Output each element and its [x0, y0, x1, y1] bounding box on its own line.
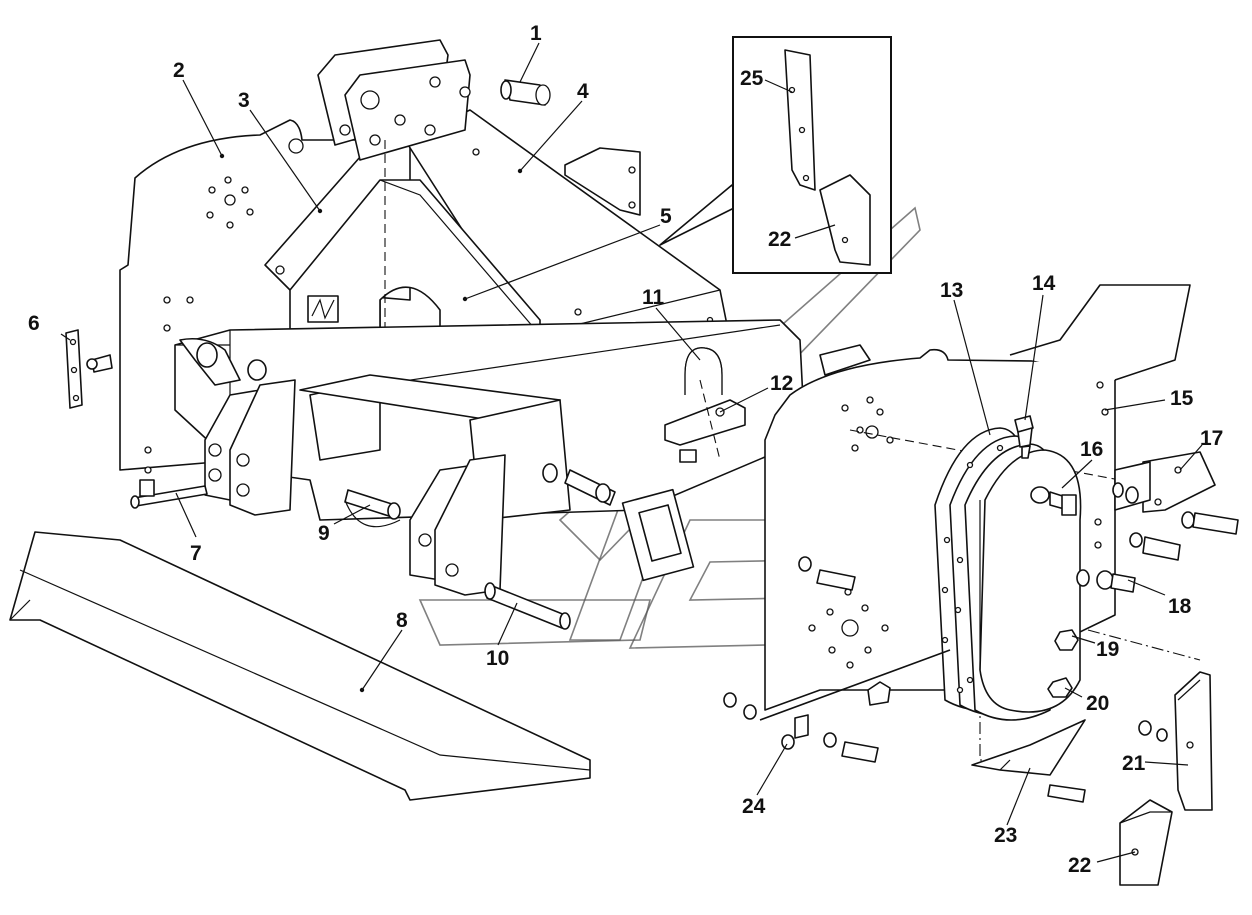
callout-24: 24 [742, 795, 766, 818]
callout-18: 18 [1168, 595, 1192, 618]
deflector-plate [971, 719, 1086, 776]
callout-17: 17 [1200, 427, 1223, 450]
skid-plate [1119, 799, 1173, 886]
callout-25: 25 [740, 67, 764, 90]
skid-bracket [1174, 671, 1213, 811]
lower-pin-plate [759, 649, 951, 750]
callout-4: 4 [577, 80, 589, 103]
callout-22-bottom: 22 [1068, 854, 1091, 877]
u-bolt [679, 347, 723, 463]
callout-23: 23 [994, 824, 1017, 847]
callout-12: 12 [770, 372, 793, 395]
link-pin [484, 582, 571, 630]
callout-7: 7 [190, 542, 202, 565]
rear-shield [9, 531, 591, 801]
callout-6: 6 [28, 312, 40, 335]
side-gearbox-housing [934, 427, 1082, 721]
callout-1: 1 [530, 22, 542, 45]
leader-lines [60, 42, 1203, 863]
callout-8: 8 [396, 609, 408, 632]
callout-15: 15 [1170, 387, 1194, 410]
callout-11: 11 [642, 286, 665, 309]
small-link-plate [65, 329, 113, 409]
frame-pin [130, 479, 208, 509]
rear-bracket [564, 147, 641, 216]
clamp-plate [664, 399, 746, 446]
callout-20: 20 [1086, 692, 1109, 715]
detail-inset [659, 36, 892, 274]
breather-cap [1014, 415, 1034, 459]
callout-19: 19 [1096, 638, 1119, 661]
callout-14: 14 [1032, 272, 1056, 295]
hex-nuts [1047, 629, 1079, 698]
callout-13: 13 [940, 279, 963, 302]
hose-pin [344, 489, 401, 528]
right-bracket [1112, 451, 1216, 513]
main-frame-beam [174, 319, 806, 582]
callout-21: 21 [1122, 752, 1146, 775]
callout-16: 16 [1080, 438, 1103, 461]
callout-2: 2 [173, 59, 185, 82]
callout-22: 22 [768, 228, 791, 251]
callout-labels: 1 2 3 4 5 6 7 8 9 10 11 12 13 14 15 16 1… [28, 22, 1223, 877]
side-plate-bolts [723, 511, 1239, 803]
callout-3: 3 [238, 89, 250, 112]
callout-9: 9 [318, 522, 330, 545]
top-hitch-lugs [317, 39, 471, 450]
bushing [500, 79, 551, 106]
callout-5: 5 [660, 205, 672, 228]
callout-10: 10 [486, 647, 509, 670]
beam-bolts [542, 463, 616, 506]
